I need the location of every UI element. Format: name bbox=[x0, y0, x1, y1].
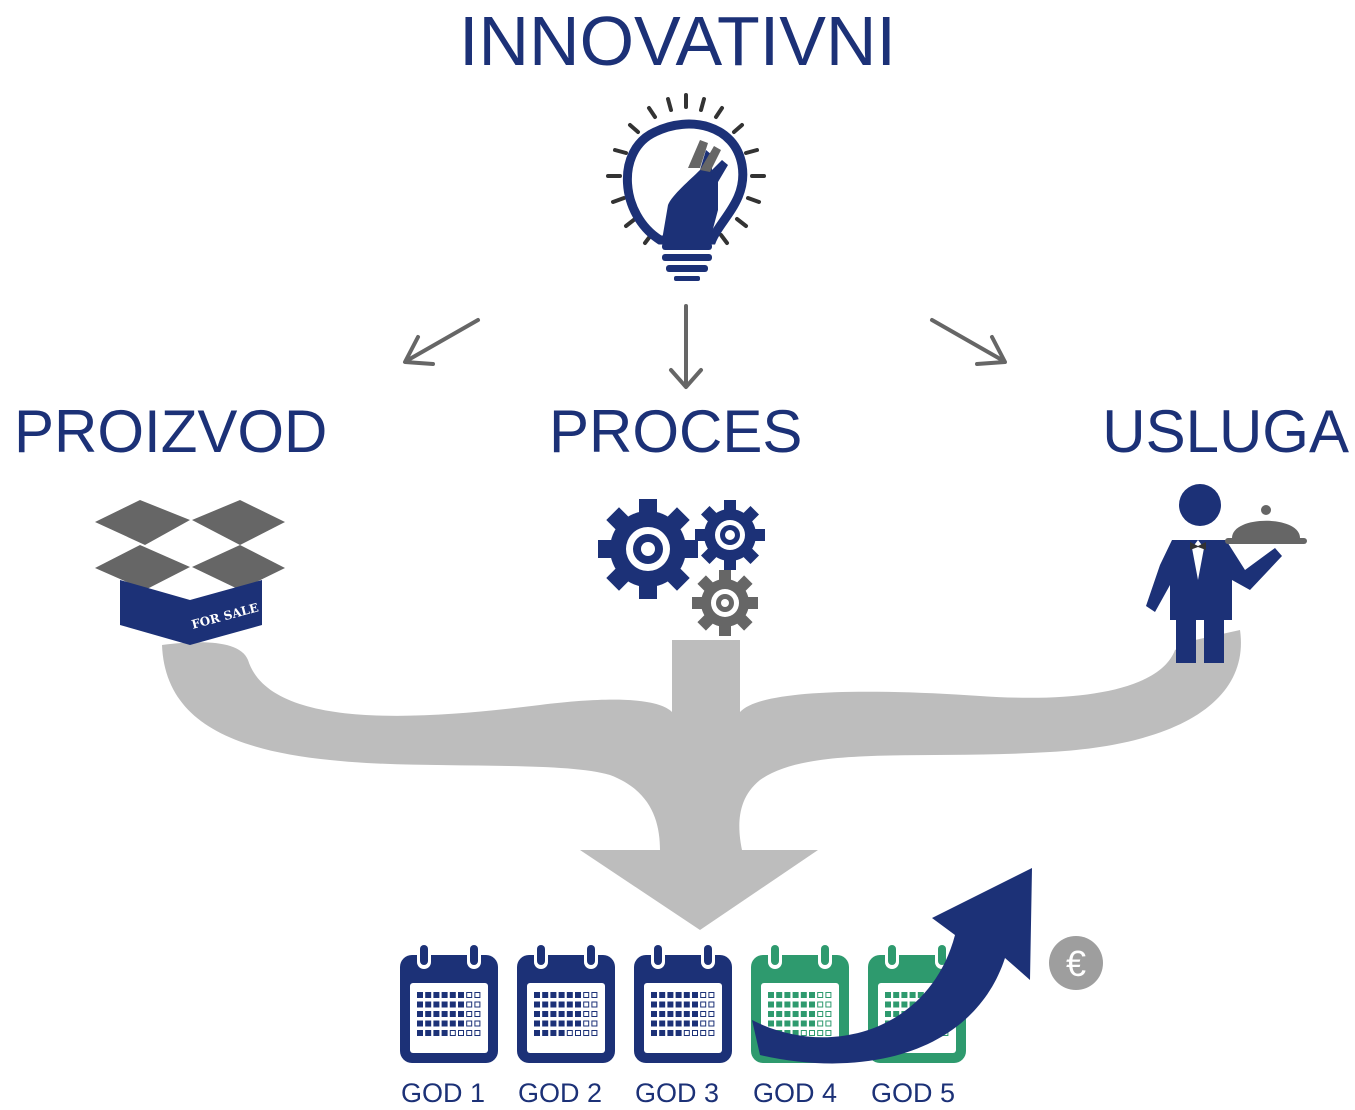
label-proizvod: PROIZVOD bbox=[14, 398, 328, 465]
gears-icon bbox=[598, 499, 765, 636]
light-rays bbox=[606, 93, 766, 245]
year-label: GOD 2 bbox=[518, 1078, 603, 1108]
diagram-title: INNOVATIVNI bbox=[459, 2, 896, 80]
year-label: GOD 4 bbox=[753, 1078, 838, 1108]
arrow-to-proizvod bbox=[403, 318, 480, 366]
growth-arrow-icon bbox=[752, 868, 1032, 1064]
waiter-icon bbox=[1146, 484, 1307, 663]
euro-symbol: € bbox=[1066, 943, 1086, 984]
year-label: GOD 5 bbox=[871, 1078, 956, 1108]
lightbulb-hand-icon bbox=[606, 93, 766, 281]
merging-arrow bbox=[162, 630, 1241, 930]
arrow-to-proces bbox=[669, 304, 703, 389]
open-box-icon: FOR SALE bbox=[95, 500, 285, 645]
euro-coin-icon: € bbox=[1049, 936, 1103, 990]
year-label: GOD 3 bbox=[635, 1078, 720, 1108]
label-proces: PROCES bbox=[549, 398, 803, 465]
year-label: GOD 1 bbox=[401, 1078, 486, 1108]
calendar-icon bbox=[634, 943, 732, 1063]
calendar-icon bbox=[400, 943, 498, 1063]
calendar-icon bbox=[517, 943, 615, 1063]
arrow-to-usluga bbox=[930, 318, 1007, 366]
label-usluga: USLUGA bbox=[1102, 398, 1349, 465]
calendar-row bbox=[400, 943, 966, 1063]
